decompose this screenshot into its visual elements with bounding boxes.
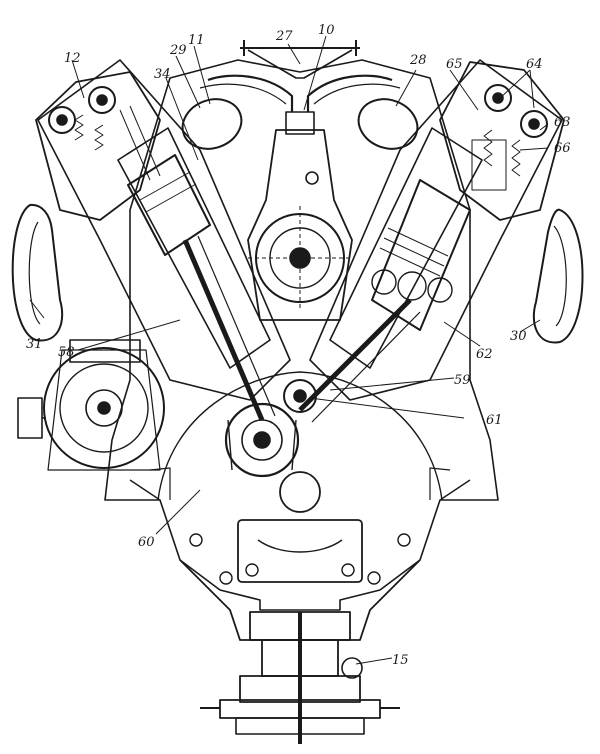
left-cylinder-head — [35, 71, 161, 221]
right-cylinder-head — [439, 61, 565, 221]
bottom-pump-assembly — [200, 611, 400, 744]
label-62: 62 — [476, 347, 493, 362]
label-29: 29 — [169, 43, 187, 58]
right-camshaft-1 — [484, 84, 512, 112]
crank-pin — [283, 379, 317, 413]
crankcase-outline — [104, 59, 499, 611]
left-manifold — [11, 203, 64, 342]
right-valve-springs — [471, 129, 521, 191]
main-bearing-cap — [237, 519, 363, 583]
label-15: 15 — [392, 653, 409, 668]
crankshaft-main — [224, 402, 300, 478]
left-accessory-connector — [17, 397, 43, 439]
right-piston-windows — [371, 269, 453, 303]
right-manifold — [532, 208, 584, 344]
crankcase-arc — [157, 371, 443, 501]
left-accessory-pulley — [43, 347, 165, 469]
left-valve-springs — [74, 105, 161, 181]
label-30: 30 — [510, 329, 527, 344]
label-66: 66 — [554, 141, 571, 156]
right-camshaft-2 — [520, 110, 548, 138]
left-cylinder-bank — [37, 59, 291, 401]
label-28: 28 — [409, 53, 427, 68]
left-accessory-housing — [69, 339, 141, 363]
counterweight — [279, 471, 321, 513]
right-air-chamber — [357, 98, 419, 150]
left-cylinder-liner — [117, 127, 271, 369]
label-31: 31 — [26, 337, 43, 352]
right-connecting-rod — [298, 298, 412, 412]
piston-ring-lines — [139, 171, 449, 277]
label-65: 65 — [446, 57, 463, 72]
label-12: 12 — [64, 51, 81, 66]
central-accessory-housing — [247, 129, 353, 321]
left-air-chamber — [181, 98, 243, 150]
right-piston — [371, 179, 471, 331]
label-60: 60 — [138, 535, 155, 550]
left-piston — [127, 154, 211, 256]
top-pipe-assembly — [199, 40, 401, 112]
label-34: 34 — [154, 67, 171, 82]
callout-labels: 27 10 29 11 12 34 28 65 64 63 66 31 58 3… — [26, 23, 571, 668]
label-64: 64 — [526, 57, 543, 72]
label-61: 61 — [486, 413, 503, 428]
label-58: 58 — [58, 345, 75, 360]
label-63: 63 — [554, 115, 571, 130]
label-27: 27 — [275, 29, 293, 44]
label-59: 59 — [454, 373, 471, 388]
label-11: 11 — [188, 33, 205, 48]
left-connecting-rod — [182, 239, 265, 421]
label-10: 10 — [318, 23, 335, 38]
left-camshaft-2 — [88, 86, 116, 114]
bolt-heads — [189, 533, 411, 585]
leader-lines — [29, 35, 549, 665]
